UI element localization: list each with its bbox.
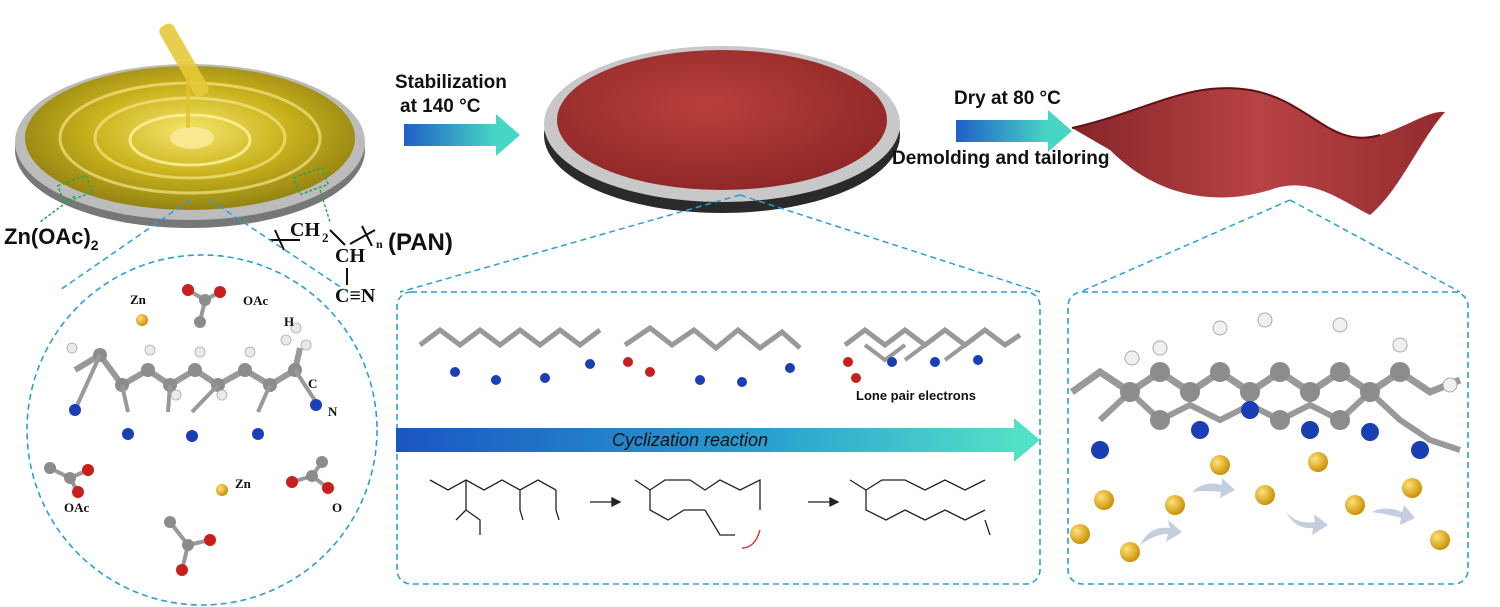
label-oac-bottom: OAc bbox=[64, 500, 90, 515]
ladder-structure bbox=[1069, 312, 1462, 459]
electron-arrow bbox=[741, 529, 761, 549]
pan-label: (PAN) bbox=[388, 229, 453, 256]
step1-text-line2: at 140 °C bbox=[400, 96, 481, 117]
ion-migration-arrows bbox=[1140, 478, 1415, 545]
structure-zoom-box bbox=[1067, 291, 1469, 585]
molecular-zoom-circle bbox=[26, 254, 378, 606]
label-zn-top: Zn bbox=[130, 292, 147, 307]
label-oac-top: OAc bbox=[243, 293, 269, 308]
pan-ch2: CH bbox=[290, 219, 320, 241]
dish-with-film bbox=[544, 46, 900, 213]
zn-atoms-right bbox=[1070, 452, 1450, 562]
pan-structure: CH 2 CH n C≡N bbox=[270, 219, 383, 307]
step2-text-line1: Dry at 80 °C bbox=[954, 88, 1061, 109]
process-arrow-2 bbox=[956, 110, 1072, 152]
lone-pair-label: Lone pair electrons bbox=[856, 388, 976, 403]
acetate-molecules-left bbox=[44, 284, 334, 576]
pan-ch: CH bbox=[335, 245, 365, 267]
zn-atoms-left bbox=[136, 314, 228, 496]
label-c: C bbox=[308, 376, 317, 391]
reaction-scheme bbox=[429, 478, 991, 536]
process-arrow-1 bbox=[404, 114, 520, 156]
zinc-acetate-label: Zn(OAc)2 bbox=[4, 224, 99, 253]
label-zn-bottom: Zn bbox=[235, 476, 252, 491]
pan-ch2-sub: 2 bbox=[322, 230, 329, 245]
step2-text-line2: Demolding and tailoring bbox=[892, 148, 1109, 169]
label-o: O bbox=[332, 500, 342, 515]
reaction-models bbox=[418, 324, 1022, 387]
pan-chain-model bbox=[66, 322, 322, 442]
flexible-film-sheet bbox=[1071, 87, 1445, 215]
dish-with-solution bbox=[15, 23, 365, 228]
pan-subscript-n: n bbox=[376, 237, 383, 251]
cyclization-arrow bbox=[396, 418, 1040, 462]
zoom-lines bbox=[59, 194, 1461, 293]
label-n: N bbox=[328, 404, 338, 419]
cyclization-reaction-label: Cyclization reaction bbox=[612, 430, 768, 450]
pan-nitrile: C≡N bbox=[335, 285, 376, 307]
step1-text-line1: Stabilization bbox=[395, 72, 507, 93]
label-h: H bbox=[284, 314, 294, 329]
